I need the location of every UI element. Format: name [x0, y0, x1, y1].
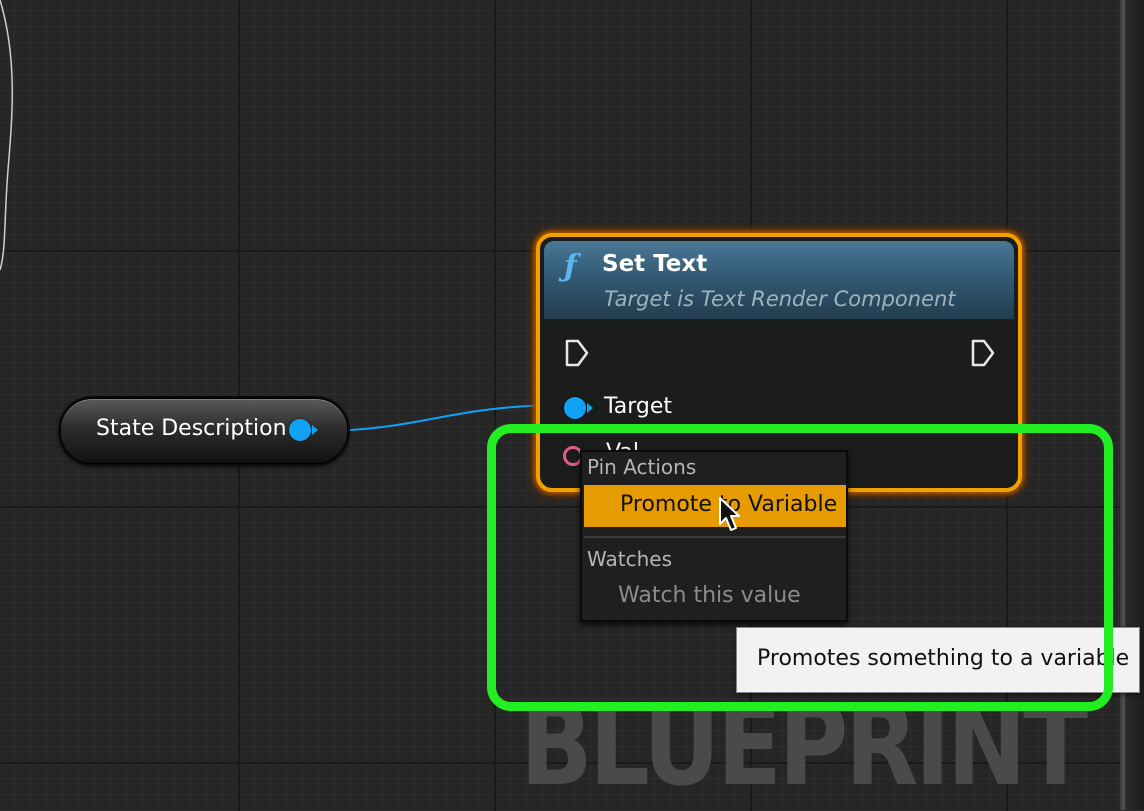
- pin-context-menu: Pin Actions Promote to Variable Watches …: [580, 450, 848, 622]
- mouse-cursor-icon: [719, 497, 740, 531]
- watch-this-value-menu-item[interactable]: Watch this value: [618, 583, 801, 608]
- menu-section-pin-actions: Pin Actions: [587, 455, 697, 479]
- function-icon: ƒ: [564, 249, 577, 284]
- menu-item-tooltip: Promotes something to a variable: [736, 627, 1140, 693]
- target-input-pin[interactable]: [564, 397, 593, 419]
- menu-divider: [584, 536, 846, 538]
- function-node-set-text[interactable]: ƒ Set Text Target is Text Render Compone…: [536, 233, 1022, 492]
- exec-output-pin-icon[interactable]: [970, 338, 996, 368]
- function-node-subtitle: Target is Text Render Component: [604, 287, 956, 311]
- target-pin-label: Target: [604, 394, 673, 419]
- promote-to-variable-menu-item[interactable]: Promote to Variable: [584, 485, 846, 527]
- function-node-title: Set Text: [602, 251, 708, 277]
- variable-output-pin[interactable]: [289, 419, 318, 441]
- tooltip-text: Promotes something to a variable: [757, 646, 1130, 671]
- menu-section-watches: Watches: [587, 547, 672, 571]
- highlight-annotation-box: [487, 424, 1113, 711]
- exec-input-pin-icon[interactable]: [564, 338, 590, 368]
- function-node-header: ƒ Set Text Target is Text Render Compone…: [544, 241, 1014, 319]
- variable-node-state-description[interactable]: State Description: [60, 398, 348, 464]
- variable-node-label: State Description: [96, 416, 287, 441]
